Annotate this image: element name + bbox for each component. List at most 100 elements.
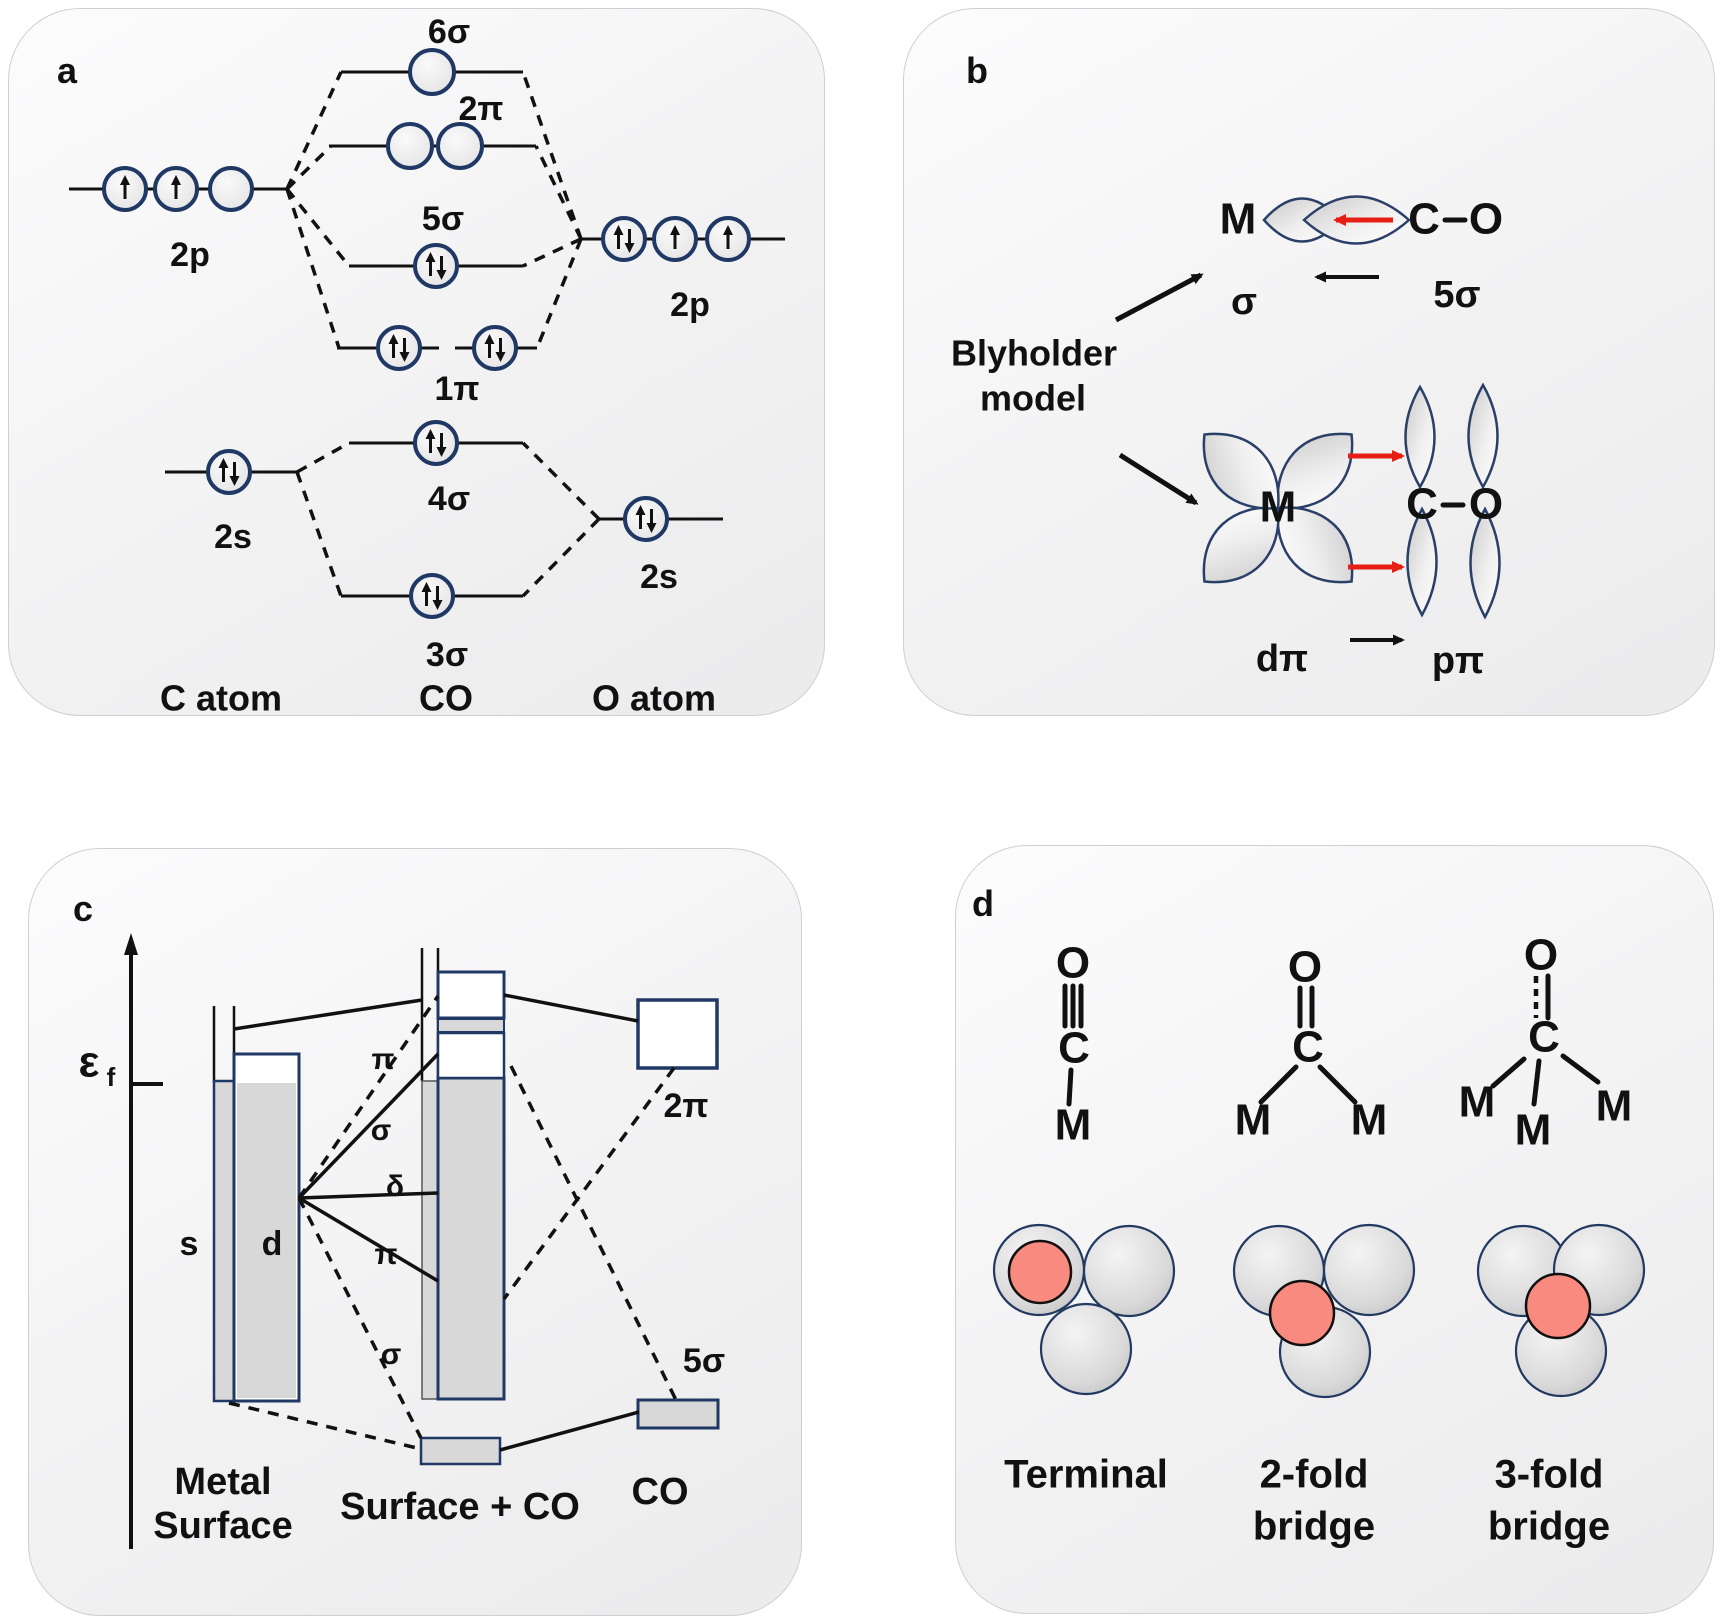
triple-bond-icon — [1062, 983, 1084, 1029]
c-atom-title: C atom — [160, 678, 282, 715]
twofold-site-label-line2: bridge — [1253, 1505, 1375, 1549]
energy-axis — [124, 933, 138, 1549]
adsorption-svg: d O C M O C M M O C M — [972, 883, 1646, 1549]
metal-bands — [212, 1006, 301, 1403]
fan-pi-upper-label: π — [372, 1043, 395, 1076]
blyholder-title-line1: Blyholder — [951, 333, 1117, 374]
oxygen-label: O — [1524, 931, 1558, 980]
carbon-label: C — [1292, 1023, 1324, 1072]
partial-double-bond-icon — [1533, 973, 1551, 1021]
c-2p-label: 2p — [170, 236, 210, 274]
level-label-2pi: 2π — [459, 90, 504, 128]
metal-surface-label-line2: Surface — [153, 1505, 292, 1547]
surface-co-label: Surface + CO — [340, 1486, 580, 1528]
level-label-1pi: 1π — [435, 370, 480, 408]
bonding-5sigma-level — [419, 1436, 502, 1466]
band-connections — [228, 993, 678, 1452]
threefold-structure: O C M M M — [1459, 931, 1633, 1155]
threefold-cluster — [1476, 1223, 1646, 1398]
terminal-structure: O C M — [1055, 939, 1092, 1150]
twofold-site-label-line1: 2-fold — [1260, 1453, 1369, 1497]
co-label: CO — [632, 1471, 689, 1513]
carbon-label: C — [1528, 1013, 1560, 1062]
panel-b-tag: b — [966, 50, 988, 91]
co-pi-star-orbital — [1404, 382, 1501, 620]
electron-pair-icon — [388, 334, 506, 362]
co-molecule-hollow-icon — [1524, 1272, 1592, 1340]
metal-right-label: M — [1351, 1096, 1388, 1145]
carbon-label: C — [1408, 195, 1440, 244]
electron-pair-icon — [425, 429, 447, 457]
panel-d-tag: d — [972, 883, 994, 924]
metal-label: M — [1260, 483, 1297, 532]
level-label-4sigma: 4σ — [428, 480, 470, 518]
o-atom-title: O atom — [592, 678, 716, 715]
oxygen-label: O — [1469, 195, 1503, 244]
co-5sigma-level — [636, 1398, 720, 1430]
twofold-cluster — [1232, 1223, 1416, 1399]
band-diagram-svg: c ε f s d 2π 5σ — [73, 888, 725, 1549]
co-title: CO — [419, 678, 473, 715]
terminal-site-label: Terminal — [1004, 1453, 1168, 1497]
panel-d-adsorption-sites: d O C M O C M M O C M — [955, 845, 1714, 1614]
co-2pi-level — [636, 998, 719, 1070]
metal-middle-label: M — [1515, 1106, 1552, 1155]
oxygen-label: O — [1288, 943, 1322, 992]
fan-sigma-lower-label: σ — [381, 1338, 402, 1371]
metal-right-label: M — [1596, 1082, 1633, 1131]
blyholder-svg: b M C O σ 5σ Blyholder model M — [951, 50, 1503, 682]
correlation-lines — [285, 71, 601, 598]
panel-a-mo-diagram: a — [8, 8, 825, 716]
c-2s-label: 2s — [214, 518, 252, 556]
p-pi-label: pπ — [1432, 640, 1484, 682]
electron-pair-icon — [421, 582, 443, 610]
metal-surface-label-line1: Metal — [174, 1461, 271, 1503]
co-molecule-atop-icon — [1007, 1239, 1073, 1305]
panel-c-tag: c — [73, 888, 93, 929]
fermi-subscript: f — [107, 1062, 116, 1092]
level-label-5sigma: 5σ — [422, 200, 464, 238]
panel-a-tag: a — [57, 50, 78, 91]
metal-left-label: M — [1235, 1096, 1272, 1145]
level-label-3sigma: 3σ — [426, 636, 468, 674]
co-molecule-bridge-icon — [1268, 1279, 1336, 1347]
carbon-label: C — [1406, 480, 1438, 529]
fan-pi-lower-label: π — [375, 1238, 398, 1271]
orbital-circles — [102, 48, 751, 619]
metal-label: M — [1220, 195, 1257, 244]
o-2s-label: 2s — [640, 558, 678, 596]
pointer-arrow-bottom-icon — [1118, 452, 1199, 506]
electron-pair-icon — [425, 252, 447, 280]
electron-pair-icon — [218, 458, 240, 486]
panel-c-band-diagram: c ε f s d 2π 5σ — [28, 848, 802, 1616]
axis-arrowhead-icon — [124, 933, 138, 955]
blyholder-title-line2: model — [980, 378, 1086, 419]
metal-left-label: M — [1459, 1078, 1496, 1127]
level-label-6sigma: 6σ — [428, 13, 470, 51]
twofold-structure: O C M M — [1235, 943, 1388, 1145]
mo-diagram-svg: a — [57, 13, 785, 715]
metal-label: M — [1055, 1101, 1092, 1150]
electron-pair-icon — [635, 505, 657, 533]
pointer-arrow-top-icon — [1114, 272, 1204, 323]
terminal-cluster — [992, 1223, 1176, 1396]
co-5sigma-label: 5σ — [683, 1342, 725, 1380]
carbon-label: C — [1058, 1024, 1090, 1073]
oxygen-label: O — [1469, 480, 1503, 529]
oxygen-label: O — [1056, 939, 1090, 988]
panel-b-blyholder: b M C O σ 5σ Blyholder model M — [903, 8, 1715, 716]
fan-delta-label: δ — [386, 1170, 404, 1203]
fermi-symbol: ε — [79, 1038, 100, 1087]
threefold-site-label-line1: 3-fold — [1495, 1453, 1604, 1497]
d-band-label: d — [262, 1225, 283, 1263]
electron-pair-icon — [613, 225, 635, 253]
sigma-label: σ — [1231, 281, 1257, 323]
metal-d-orbital — [1202, 432, 1354, 584]
surface-co-column — [420, 948, 506, 1401]
o-2p-label: 2p — [670, 286, 710, 324]
five-sigma-label: 5σ — [1433, 274, 1480, 316]
co-2pi-label: 2π — [664, 1087, 709, 1125]
threefold-site-label-line2: bridge — [1488, 1505, 1610, 1549]
fan-sigma-upper-label: σ — [371, 1114, 392, 1147]
